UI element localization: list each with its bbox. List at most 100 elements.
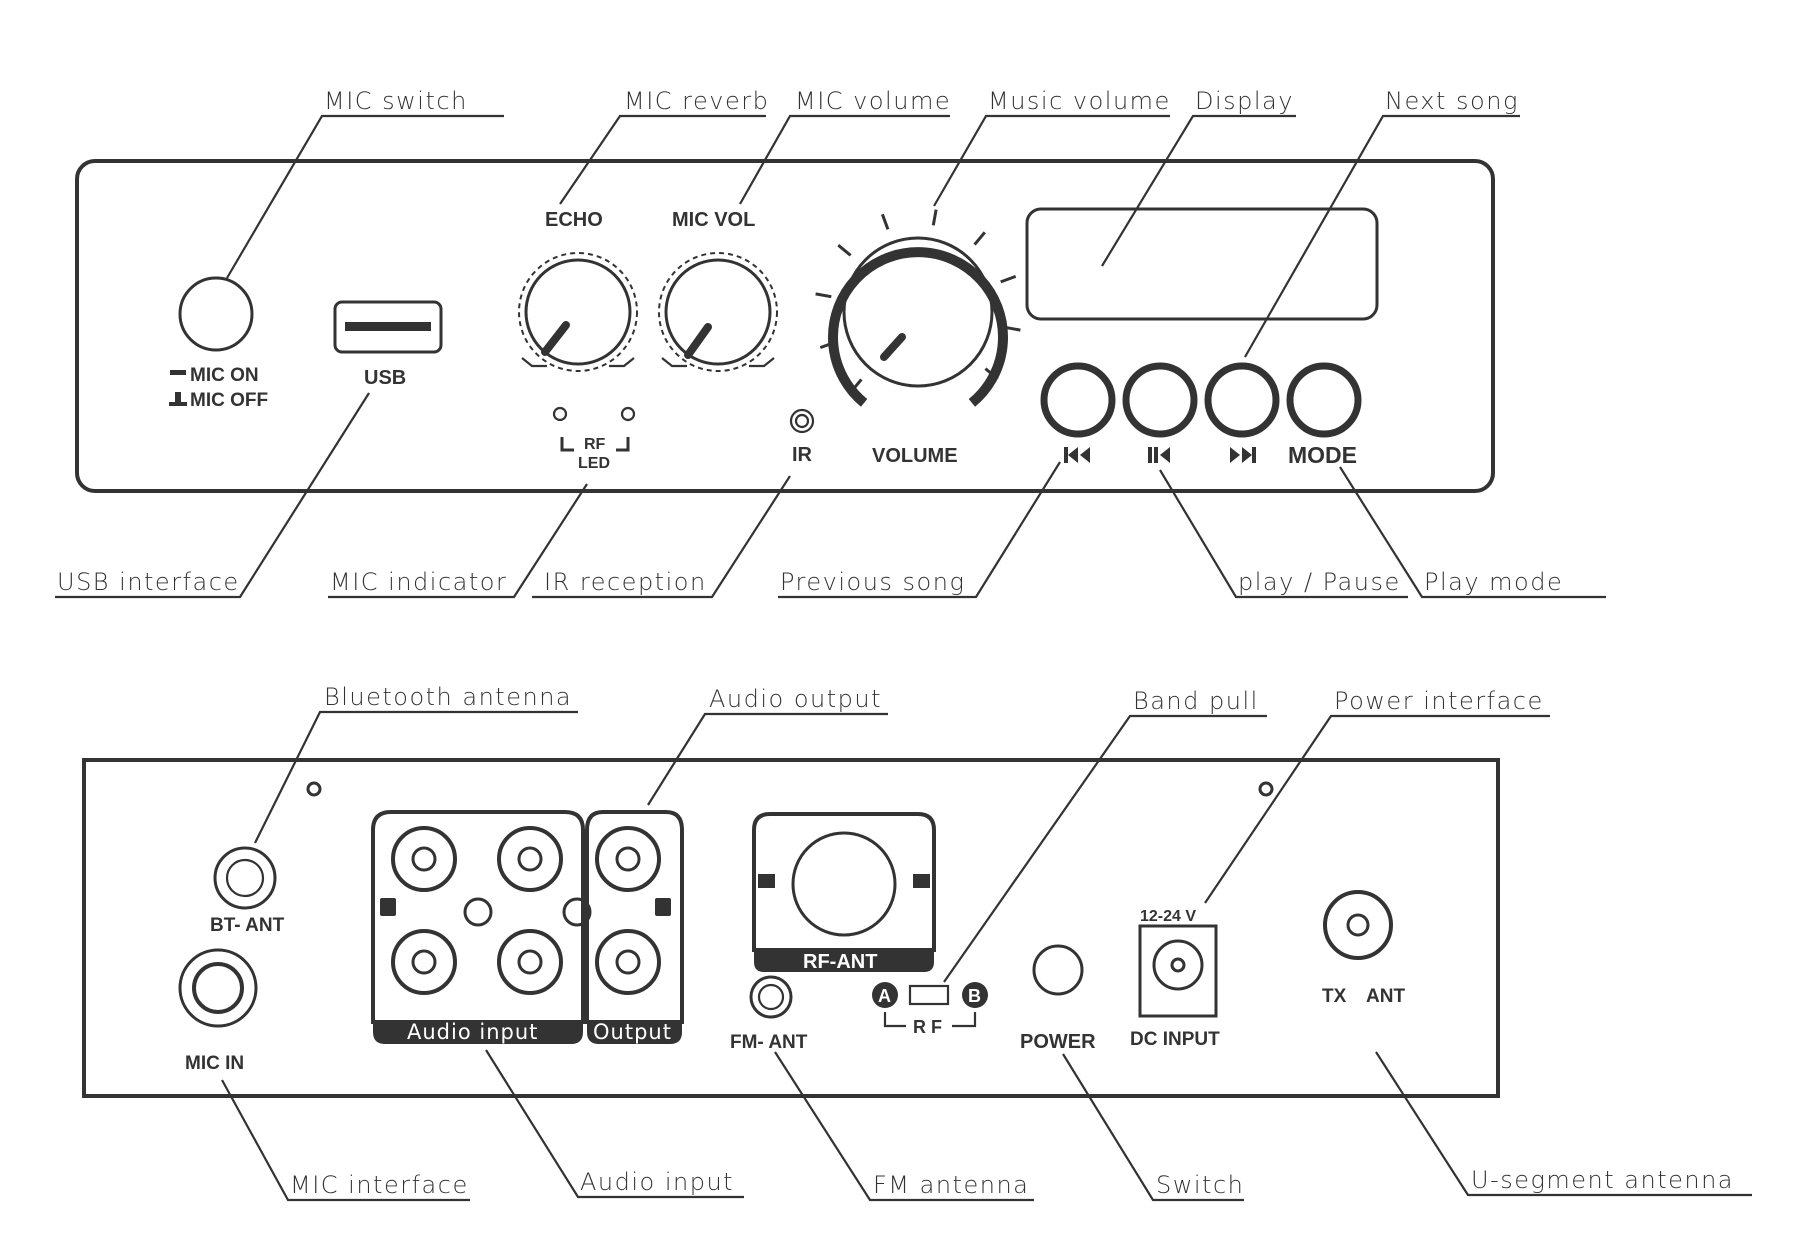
band-pull-switch bbox=[908, 984, 950, 1006]
callout-play-mode: Play mode bbox=[1424, 568, 1563, 596]
next-icon bbox=[1230, 447, 1256, 463]
callout-audio-output: Audio output bbox=[709, 685, 882, 713]
callout-play-pause: play / Pause bbox=[1238, 568, 1401, 596]
output-block bbox=[585, 810, 684, 1024]
band-a-marker bbox=[872, 982, 898, 1008]
volume-tick bbox=[850, 378, 863, 393]
screw-hole-left bbox=[306, 781, 322, 797]
callout-mic-reverb: MIC reverb bbox=[624, 87, 769, 115]
dc-input-label: DC INPUT bbox=[1130, 1029, 1220, 1050]
rca-jack bbox=[391, 929, 457, 995]
callout-bluetooth-antenna: Bluetooth antenna bbox=[324, 683, 572, 711]
audio-input-jacks bbox=[391, 826, 563, 995]
volume-tick bbox=[880, 213, 890, 230]
volume-tick bbox=[815, 292, 832, 299]
callout-usb-interface: USB interface bbox=[57, 568, 240, 596]
fm-antenna-jack bbox=[749, 975, 793, 1019]
back-panel-outline bbox=[82, 758, 1500, 1098]
rf-antenna-socket bbox=[791, 831, 897, 937]
callout-switch: Switch bbox=[1156, 1171, 1244, 1199]
mode-button bbox=[1286, 362, 1362, 438]
back-callouts: Bluetooth antenna Audio output Band pull… bbox=[221, 683, 1752, 1202]
rf-led-1 bbox=[552, 406, 568, 422]
rf-led-2 bbox=[620, 406, 636, 422]
rf-label: RF bbox=[584, 436, 606, 453]
mic-vol-label: MIC VOL bbox=[672, 209, 755, 231]
tx-label: TX bbox=[1322, 986, 1347, 1007]
band-b-marker bbox=[962, 982, 988, 1008]
callout-band-pull: Band pull bbox=[1133, 687, 1259, 715]
volume-ticks bbox=[815, 209, 1021, 393]
mic-off-icon bbox=[175, 392, 181, 404]
audio-input-block-label: Audio input bbox=[407, 1020, 538, 1044]
callout-mic-indicator: MIC indicator bbox=[330, 568, 507, 596]
volume-tick bbox=[1000, 274, 1017, 284]
mic-switch-button bbox=[178, 276, 254, 352]
led-label: LED bbox=[578, 455, 610, 472]
echo-label: ECHO bbox=[545, 209, 603, 231]
echo-knob-scale bbox=[518, 252, 638, 372]
callout-ir-reception: IR reception bbox=[544, 568, 707, 596]
dc-input-jack bbox=[1138, 924, 1218, 1018]
power-label: POWER bbox=[1020, 1031, 1096, 1053]
callout-u-segment-antenna: U-segment antenna bbox=[1471, 1166, 1734, 1194]
bt-ant-label: BT- ANT bbox=[210, 915, 285, 936]
callout-fm-antenna: FM antenna bbox=[873, 1171, 1029, 1199]
mic-vol-knob-scale bbox=[658, 252, 778, 372]
volume-label: VOLUME bbox=[872, 445, 958, 467]
volume-tick bbox=[973, 231, 986, 246]
previous-song-button bbox=[1040, 362, 1116, 438]
front-panel: MIC ON MIC OFF USB ECHO MIC VOL RF LED I… bbox=[75, 159, 1495, 493]
callout-next-song: Next song bbox=[1385, 87, 1519, 115]
callout-previous-song: Previous song bbox=[780, 568, 965, 596]
volume-tick bbox=[1004, 325, 1021, 332]
callout-mic-interface: MIC interface bbox=[290, 1171, 469, 1199]
power-button bbox=[1032, 944, 1084, 996]
band-rf-label: R F bbox=[913, 1017, 942, 1037]
rca-jack bbox=[497, 929, 563, 995]
previous-icon bbox=[1064, 447, 1090, 463]
rf-ant-label: RF-ANT bbox=[803, 951, 877, 973]
play-pause-button bbox=[1122, 362, 1198, 438]
echo-knob-pointer bbox=[541, 321, 570, 356]
callout-mic-switch: MIC switch bbox=[324, 87, 468, 115]
volume-tick bbox=[984, 367, 999, 380]
display-window bbox=[1025, 207, 1379, 321]
mic-off-label: MIC OFF bbox=[190, 390, 268, 411]
mic-vol-knob bbox=[664, 258, 772, 366]
front-callouts: MIC switch MIC reverb MIC volume Music v… bbox=[55, 87, 1606, 599]
volume-tick bbox=[819, 340, 836, 350]
callout-display: Display bbox=[1195, 87, 1294, 115]
bt-antenna-jack bbox=[213, 846, 277, 910]
callout-mic-volume: MIC volume bbox=[795, 87, 951, 115]
callout-audio-input: Audio input bbox=[580, 1168, 734, 1196]
tx-antenna-jack bbox=[1323, 890, 1393, 960]
output-block-label: Output bbox=[593, 1020, 672, 1044]
ir-label: IR bbox=[792, 444, 813, 466]
screw-hole-right bbox=[1258, 781, 1274, 797]
mode-label: MODE bbox=[1288, 442, 1357, 468]
band-a-label: A bbox=[878, 986, 891, 1006]
rca-jack bbox=[497, 826, 563, 892]
ir-sensor bbox=[789, 408, 815, 434]
volume-knob-pointer bbox=[880, 333, 906, 361]
usb-label: USB bbox=[364, 367, 406, 389]
rf-ant-block bbox=[752, 812, 936, 952]
usb-port bbox=[333, 300, 443, 354]
rca-jack bbox=[391, 826, 457, 892]
play-pause-icon bbox=[1148, 447, 1170, 463]
ant-label: ANT bbox=[1366, 986, 1405, 1007]
mic-in-label: MIC IN bbox=[185, 1053, 244, 1074]
fm-ant-label: FM- ANT bbox=[730, 1032, 808, 1053]
back-panel: BT- ANT MIC IN Audio input Output bbox=[82, 758, 1500, 1098]
rca-output-jack bbox=[595, 826, 661, 892]
mic-vol-knob-pointer bbox=[684, 323, 712, 359]
mic-on-label: MIC ON bbox=[190, 365, 259, 386]
mic-in-jack bbox=[178, 948, 258, 1028]
next-song-button bbox=[1204, 362, 1280, 438]
volume-tick bbox=[931, 209, 938, 226]
callout-power-interface: Power interface bbox=[1334, 687, 1544, 715]
front-panel-outline bbox=[75, 159, 1495, 493]
volume-knob-ring bbox=[828, 247, 1008, 407]
